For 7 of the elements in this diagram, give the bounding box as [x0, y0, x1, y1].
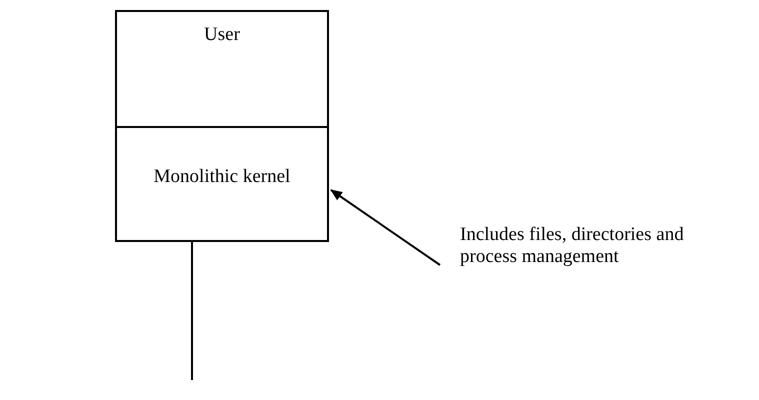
layer-box — [115, 126, 329, 242]
layer-box — [115, 10, 329, 128]
layer-label: Monolithic kernel — [152, 166, 292, 188]
connector-line — [191, 242, 193, 380]
layer-label: User — [203, 24, 241, 46]
arrow — [330, 189, 441, 266]
annotation-text: Includes files, directories and process management — [460, 224, 685, 268]
